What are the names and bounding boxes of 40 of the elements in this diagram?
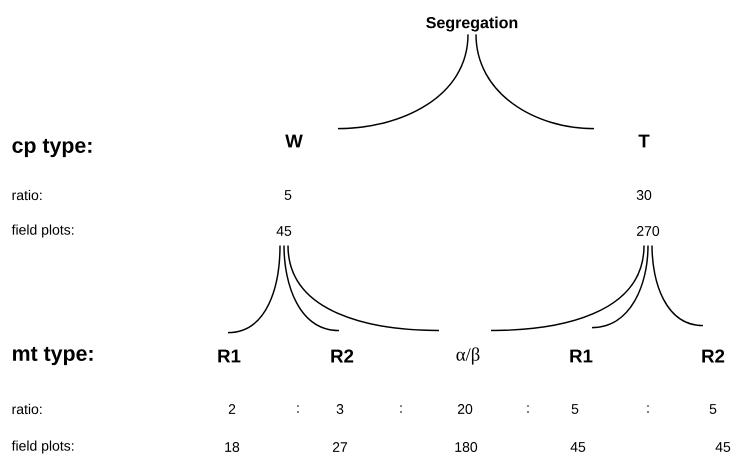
table-value: 45 <box>276 226 292 236</box>
table-value: : <box>527 405 529 413</box>
row-label: field plots: <box>12 440 74 454</box>
table-value: 3 <box>336 404 344 414</box>
branch-line <box>592 246 649 328</box>
branch-line <box>283 245 340 332</box>
table-value: 30 <box>636 190 652 200</box>
branch-line <box>490 245 645 332</box>
type-label: W <box>285 134 303 148</box>
row-label: ratio: <box>12 404 42 414</box>
type-label: R1 <box>218 350 240 362</box>
type-label: α/β <box>456 347 480 365</box>
table-value: 27 <box>332 442 348 452</box>
row-heading: mt type: <box>13 346 92 366</box>
type-label: Segregation <box>426 16 518 32</box>
table-value: 45 <box>716 442 730 452</box>
table-value: 18 <box>225 442 240 452</box>
row-heading: cp type: <box>12 138 92 158</box>
table-value: : <box>297 405 299 413</box>
branch-line <box>338 34 469 130</box>
table-value: 5 <box>284 190 292 200</box>
branch-line <box>651 246 704 326</box>
type-label: R1 <box>570 350 592 362</box>
type-label: R2 <box>702 349 724 363</box>
branch-line <box>475 34 594 130</box>
branch-line <box>287 245 440 332</box>
table-value: 5 <box>710 404 716 414</box>
table-value: : <box>400 405 402 413</box>
table-value: 2 <box>228 404 236 414</box>
row-label: ratio: <box>12 190 42 200</box>
table-value: 180 <box>455 442 478 452</box>
table-value: 20 <box>458 404 472 414</box>
row-label: field plots: <box>12 224 74 238</box>
type-label: T <box>638 134 650 148</box>
table-value: 45 <box>570 442 586 452</box>
type-label: R2 <box>331 349 354 363</box>
table-value: 5 <box>572 404 578 414</box>
table-value: 270 <box>637 226 660 236</box>
branch-line <box>228 245 281 334</box>
table-value: : <box>647 405 649 413</box>
